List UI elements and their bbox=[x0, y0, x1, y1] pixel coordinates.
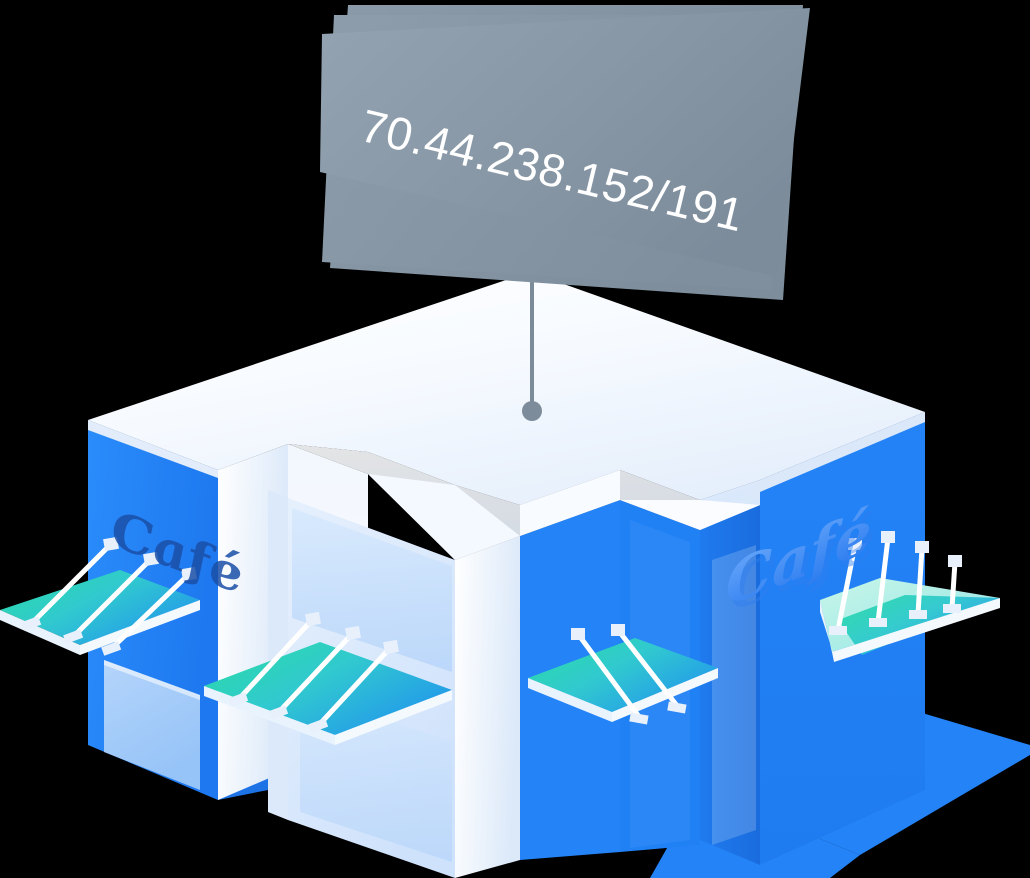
roof-right-edge bbox=[760, 412, 925, 492]
roof-left-edge bbox=[88, 420, 218, 478]
awning-center bbox=[528, 624, 718, 725]
window-right-tall bbox=[712, 545, 756, 845]
awning-far-left bbox=[0, 536, 200, 656]
awning-rod-brackets bbox=[829, 531, 962, 635]
callout-anchor-dot bbox=[522, 401, 542, 421]
building-roof bbox=[88, 272, 925, 560]
ip-callout-banner[interactable]: 70.44.238.152/191 bbox=[320, 5, 810, 300]
awning-mid-left bbox=[204, 611, 452, 745]
awning-rods bbox=[27, 542, 191, 653]
window-left-lower bbox=[104, 660, 200, 790]
building-center-column bbox=[455, 536, 520, 878]
awning-rods bbox=[235, 617, 393, 729]
awning-rods bbox=[835, 535, 958, 633]
awning-rod-brackets bbox=[571, 624, 687, 725]
awning-rod-brackets bbox=[21, 536, 197, 656]
banner-layer-front bbox=[320, 8, 810, 277]
awning-rods bbox=[575, 627, 681, 721]
window-center-left-upper bbox=[292, 508, 452, 672]
awning-right bbox=[820, 531, 1000, 662]
awning-rod-brackets bbox=[228, 611, 399, 733]
